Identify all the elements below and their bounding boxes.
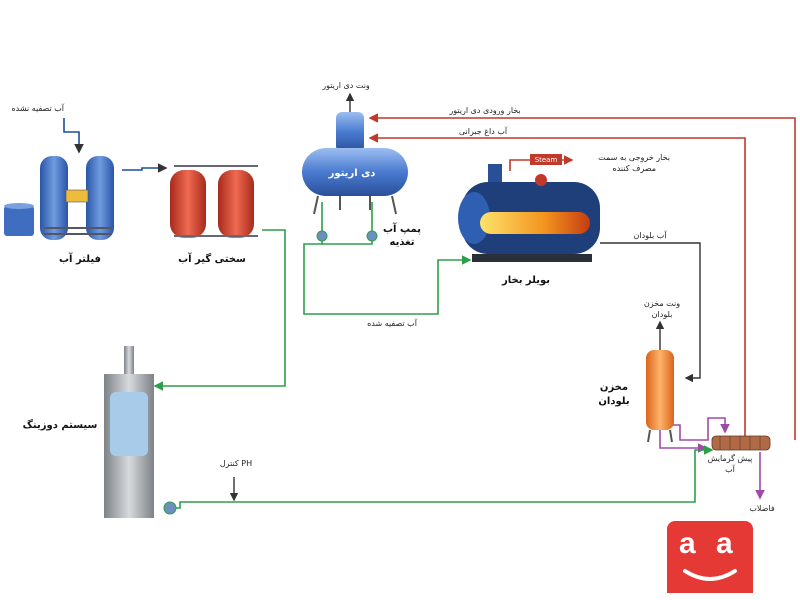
water-filter [4,156,114,240]
dosing-system [104,346,177,518]
dosing-to-preheater-pipe [165,445,714,509]
makeup-water-pipe [368,133,746,440]
filter-to-softener-pipe [122,163,168,173]
steam-boiler: Steam [458,154,600,262]
raw-water-label: آب تصفیه نشده [11,103,64,113]
dosing-pump [163,501,177,515]
ph-control-label: کنترل PH [220,459,252,468]
feed-pump-2 [366,230,378,242]
filter-label: فیلتر آب [59,252,101,265]
raw-water-pipe [63,118,84,154]
boiler-base [472,254,592,262]
feed-pump-1 [316,230,328,242]
deaerator-vent-label: ونت دی اریتور [321,81,370,90]
steam-valve [535,174,547,186]
deaerator [302,112,408,215]
brand-logo-smile [683,569,737,581]
steam-out-label-2: مصرف کننده [613,164,657,173]
steam-tag-label: Steam [535,156,558,164]
filter-piping [44,227,112,235]
steam-tag [530,154,562,165]
feed-pump-label-2: تغذیه [390,237,415,248]
tank-to-preheater-pipe [672,417,730,441]
softener-tank-right [218,170,254,238]
preheater-label-2: آب [725,464,736,474]
filter-tank-right [86,156,114,240]
boiler-furnace-front [458,192,490,244]
pump2-pipe [322,236,373,245]
steam-inlet-label: بخار ورودی دی اریتور [448,106,520,115]
blowdown-water-pipe [600,242,701,383]
pump-to-boiler-pipe [303,236,472,315]
treated-water-label: آب تصفیه شده [367,318,418,328]
steam-out-label-1: بخار خروجی به سمت [598,153,670,162]
blowdown-tank-label-2: بلودان [598,396,629,407]
blowdown-water-label: آب بلودان [634,230,668,240]
tank-bottom-pipe [659,430,708,453]
blowdown-tank [646,350,674,443]
boiler-flame [480,212,590,234]
dosing-label: سیستم دوزینگ [23,419,98,431]
softener-tank-left [170,170,206,238]
deaerator-tank [302,148,408,196]
preheater-body [711,435,771,451]
feed-pumps [316,230,378,242]
deaerator-label: دی اریتور [328,168,376,179]
boiler-label: بویلر بخار [501,275,550,286]
water-softener [170,165,258,238]
brine-tank [4,206,34,236]
filter-tank-left [40,156,68,240]
makeup-water-label: آب داغ جبرانی [459,126,508,136]
blowdown-vent-label-1: ونت مخزن [644,299,680,308]
softener-to-dosing-pipe [153,229,286,391]
brand-logo-text: a a [679,527,739,560]
waste-label: فاضلاب [749,504,775,513]
brand-logo: a a [667,521,753,593]
filter-control-panel [65,189,89,203]
deaerator-dome [336,112,364,152]
blowdown-tank-label-1: مخزن [600,382,628,393]
blowdown-tank-body [646,350,674,430]
steam-inlet-pipe [368,113,796,440]
dosing-top [124,346,134,376]
water-preheater [711,435,771,451]
blowdown-vent-label-2: بلودان [652,310,673,319]
dosing-media [110,392,148,456]
preheater-label-1: پیش گرمایش [708,453,753,463]
softener-label: سختی گیر آب [178,252,246,265]
feed-pump-label-1: پمپ آب [383,222,421,235]
